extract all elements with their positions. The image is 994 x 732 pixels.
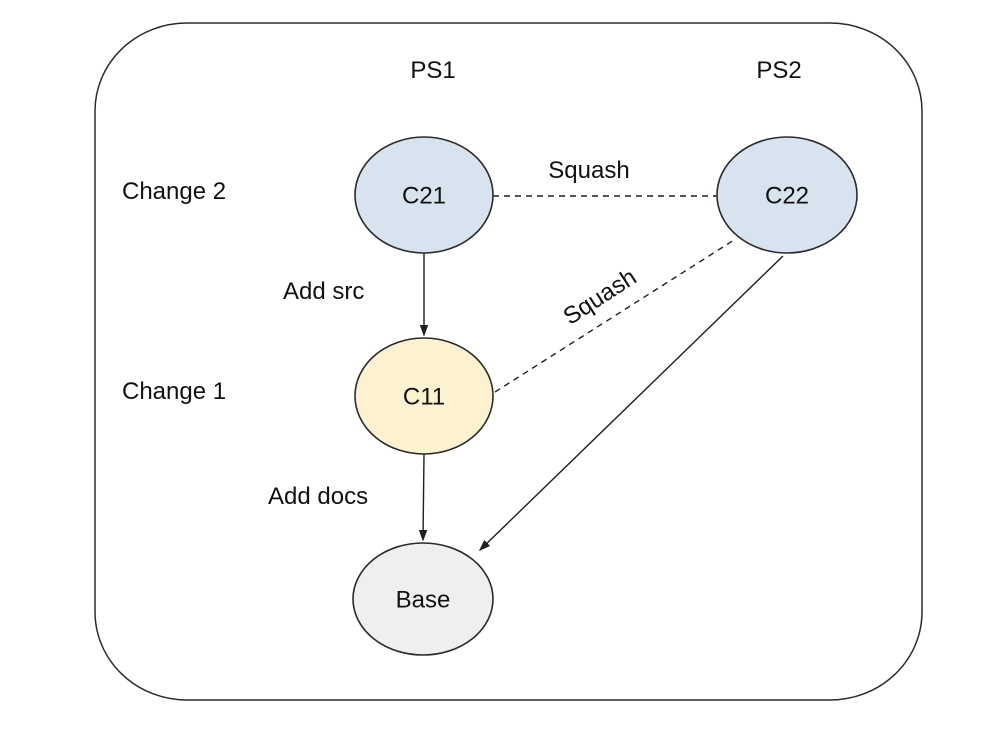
column-header-ps2: PS2 — [756, 57, 801, 84]
node-c22-label: C22 — [765, 183, 809, 210]
node-c11 — [354, 337, 494, 455]
node-c11-label: C11 — [403, 384, 445, 411]
outer-frame — [94, 22, 923, 701]
node-base-label: Base — [396, 587, 451, 614]
edge-c22-to-base — [478, 255, 784, 552]
edge-squash-c11-c22 — [494, 239, 735, 393]
edge-label-squash-horizontal: Squash — [548, 157, 629, 184]
column-header-ps1: PS1 — [410, 57, 455, 84]
edge-label-add-src: Add src — [283, 278, 364, 305]
edge-c11-to-base — [418, 453, 428, 542]
row-label-change-1: Change 1 — [122, 378, 226, 405]
node-c22 — [716, 136, 858, 254]
edge-label-squash-diagonal: Squash — [559, 264, 642, 331]
node-c21 — [354, 136, 494, 254]
node-c21-label: C21 — [402, 183, 446, 210]
edge-label-add-docs: Add docs — [268, 483, 368, 510]
row-label-change-2: Change 2 — [122, 178, 226, 205]
node-base — [352, 542, 494, 656]
